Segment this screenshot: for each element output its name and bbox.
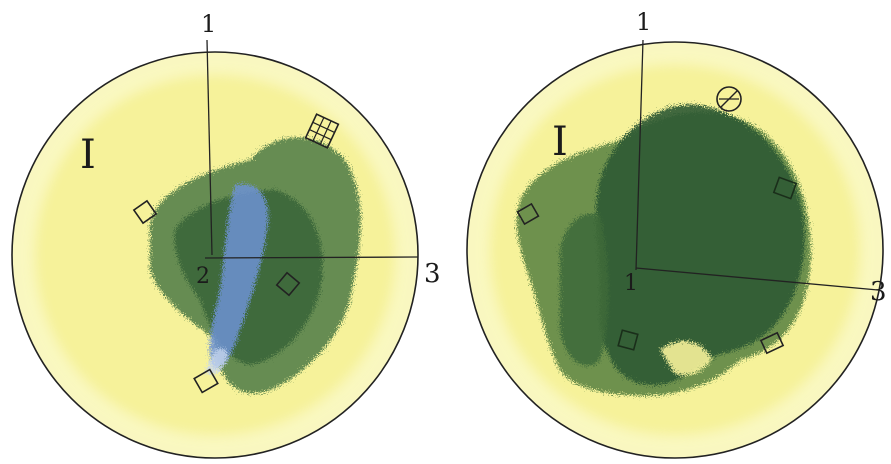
square-marker-icon (759, 331, 785, 355)
roman-label-left: I (80, 132, 96, 178)
axis-label-right-center: 1 (624, 271, 638, 296)
disk-right-outline (466, 41, 884, 459)
axis-right-horizontal (635, 267, 879, 291)
grid-square-marker-icon (304, 113, 340, 149)
square-marker-icon (772, 176, 798, 200)
axis-right-vertical (635, 39, 644, 271)
square-marker-icon (275, 271, 301, 297)
axis-label-right-top: 1 (636, 8, 651, 36)
axis-label-right-right: 3 (870, 277, 887, 307)
axis-label-left-right: 3 (424, 259, 441, 289)
blue-band (205, 184, 269, 375)
square-marker-icon (132, 199, 158, 225)
disk-left: 1 2 3 I (11, 10, 441, 459)
square-marker-icon (193, 368, 219, 394)
square-marker-icon (617, 329, 639, 351)
axis-left-horizontal (204, 256, 419, 259)
circle-x-marker-icon (716, 86, 742, 112)
axis-label-left-top: 1 (201, 10, 216, 38)
green-patch-right (516, 104, 811, 396)
axis-left-vertical (206, 39, 213, 256)
disk-left-outline (11, 51, 419, 459)
axis-label-left-center: 2 (196, 264, 210, 289)
roman-label-right: I (552, 119, 568, 165)
square-marker-icon (516, 202, 540, 226)
disk-right: 1 1 3 I (466, 8, 887, 459)
